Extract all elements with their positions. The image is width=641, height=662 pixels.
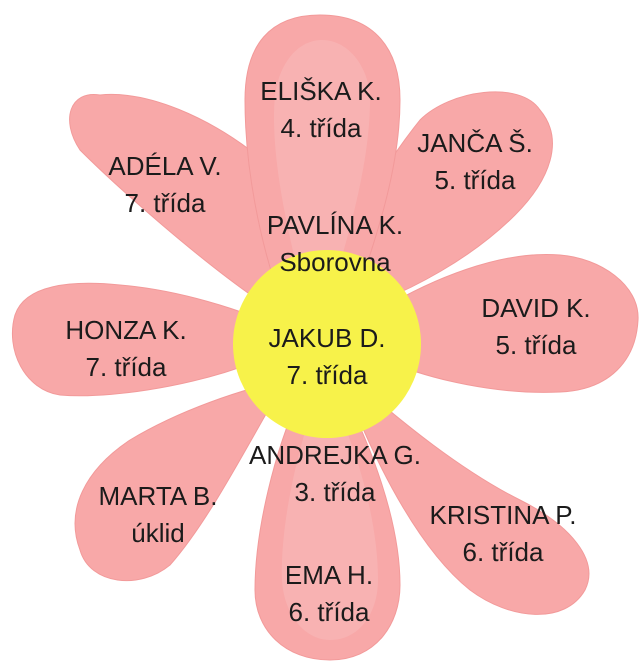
label-bottom-class: 6. třída	[288, 597, 370, 627]
label-inner-top-name: PAVLÍNA K.	[266, 210, 404, 240]
label-right-name: DAVID K.	[481, 293, 591, 323]
label-right: DAVID K. 5. třída	[481, 290, 590, 364]
petal-shade-bottom	[281, 410, 378, 640]
label-center-name: JAKUB D.	[268, 323, 386, 353]
label-center-class: 7. třída	[286, 360, 368, 390]
label-top: ELIŠKA K. 4. třída	[260, 73, 381, 147]
label-bottom-name: EMA H.	[284, 560, 374, 590]
petal-right	[379, 253, 639, 393]
label-inner-top: PAVLÍNA K. Sborovna	[267, 207, 403, 281]
label-bottom-left-class: úklid	[131, 518, 185, 548]
label-center: JAKUB D. 7. třída	[268, 320, 385, 394]
label-bottom-left-name: MARTA B.	[98, 481, 218, 511]
label-top-left-class: 7. třída	[124, 188, 206, 218]
flower-center	[233, 250, 421, 438]
label-left: HONZA K. 7. třída	[65, 312, 186, 386]
label-bottom-right-name: KRISTINA P.	[429, 500, 577, 530]
label-top-right-class: 5. třída	[434, 165, 516, 195]
label-bottom-right-class: 6. třída	[462, 537, 544, 567]
label-inner-bottom-class: 3. třída	[294, 477, 376, 507]
label-inner-bottom-name: ANDREJKA G.	[249, 440, 421, 470]
label-left-class: 7. třída	[85, 352, 167, 382]
label-top-right-name: JANČA Š.	[417, 128, 533, 158]
label-bottom: EMA H. 6. třída	[285, 557, 373, 631]
petal-shade-top	[274, 40, 370, 280]
label-top-left: ADÉLA V. 7. třída	[108, 148, 221, 222]
label-bottom-left: MARTA B. úklid	[99, 478, 218, 552]
label-inner-bottom: ANDREJKA G. 3. třída	[249, 437, 421, 511]
label-top-left-name: ADÉLA V.	[108, 151, 222, 181]
petal-left	[11, 282, 276, 397]
label-left-name: HONZA K.	[65, 315, 187, 345]
petals-group	[11, 14, 639, 661]
label-bottom-right: KRISTINA P. 6. třída	[430, 497, 577, 571]
petal-bottom	[254, 394, 401, 661]
label-top-right: JANČA Š. 5. třída	[417, 125, 533, 199]
label-inner-top-class: Sborovna	[279, 247, 391, 277]
petal-bottom-left	[74, 379, 286, 582]
label-right-class: 5. třída	[495, 330, 577, 360]
label-top-name: ELIŠKA K.	[260, 76, 382, 106]
petal-bottom-right	[354, 389, 590, 615]
petal-top	[244, 14, 401, 301]
label-top-class: 4. třída	[280, 113, 362, 143]
